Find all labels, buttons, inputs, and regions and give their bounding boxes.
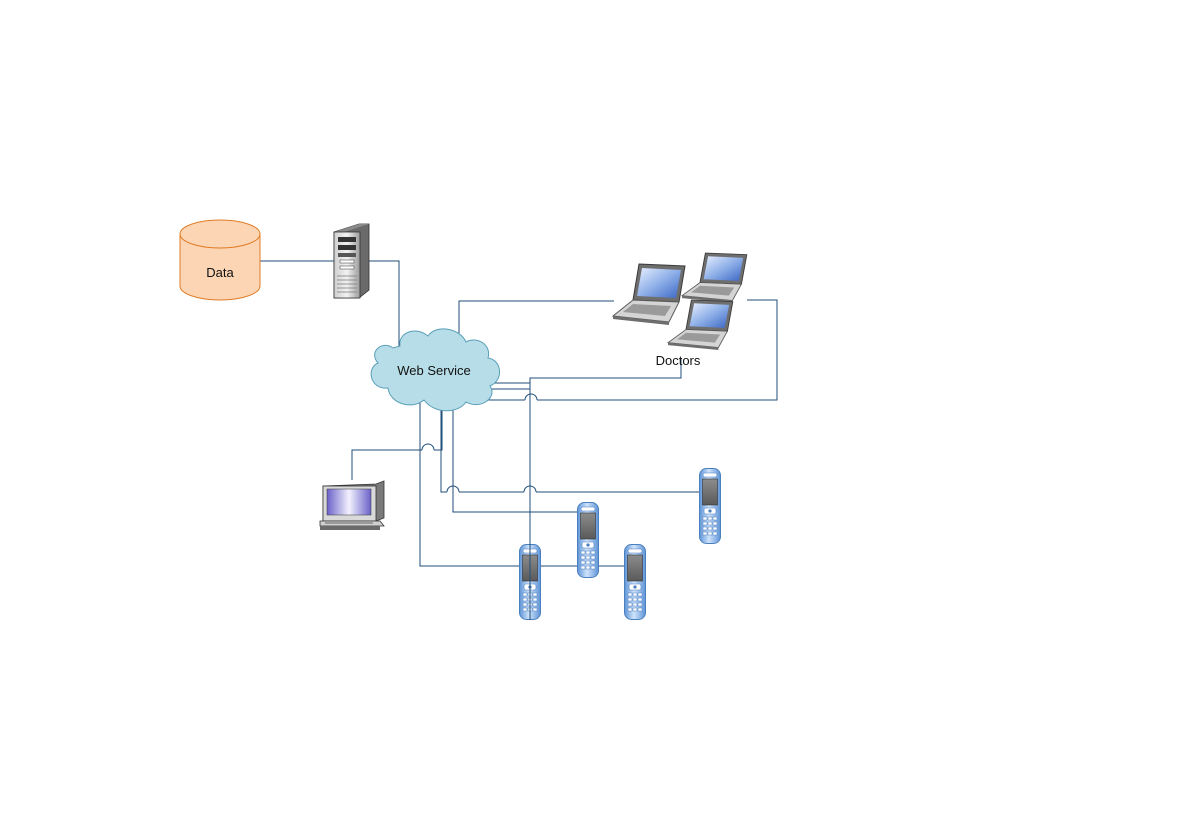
laptop-icon — [681, 252, 748, 304]
mobile-phone-group — [519, 468, 721, 620]
mobile-phone-icon — [624, 544, 646, 620]
laptop-group-label: Doctors — [656, 353, 701, 368]
laptop-icon — [667, 299, 734, 351]
computer-terminal-icon — [319, 480, 385, 530]
database-icon — [179, 219, 261, 301]
mobile-phone-icon — [699, 468, 721, 544]
cloud-label: Web Service — [397, 363, 470, 378]
mobile-phone-icon — [577, 502, 599, 578]
laptop-icon — [612, 263, 686, 326]
server-tower-icon — [333, 223, 370, 299]
database-label: Data — [206, 265, 234, 280]
laptop-group — [612, 252, 748, 351]
cloud-icon — [370, 328, 500, 412]
